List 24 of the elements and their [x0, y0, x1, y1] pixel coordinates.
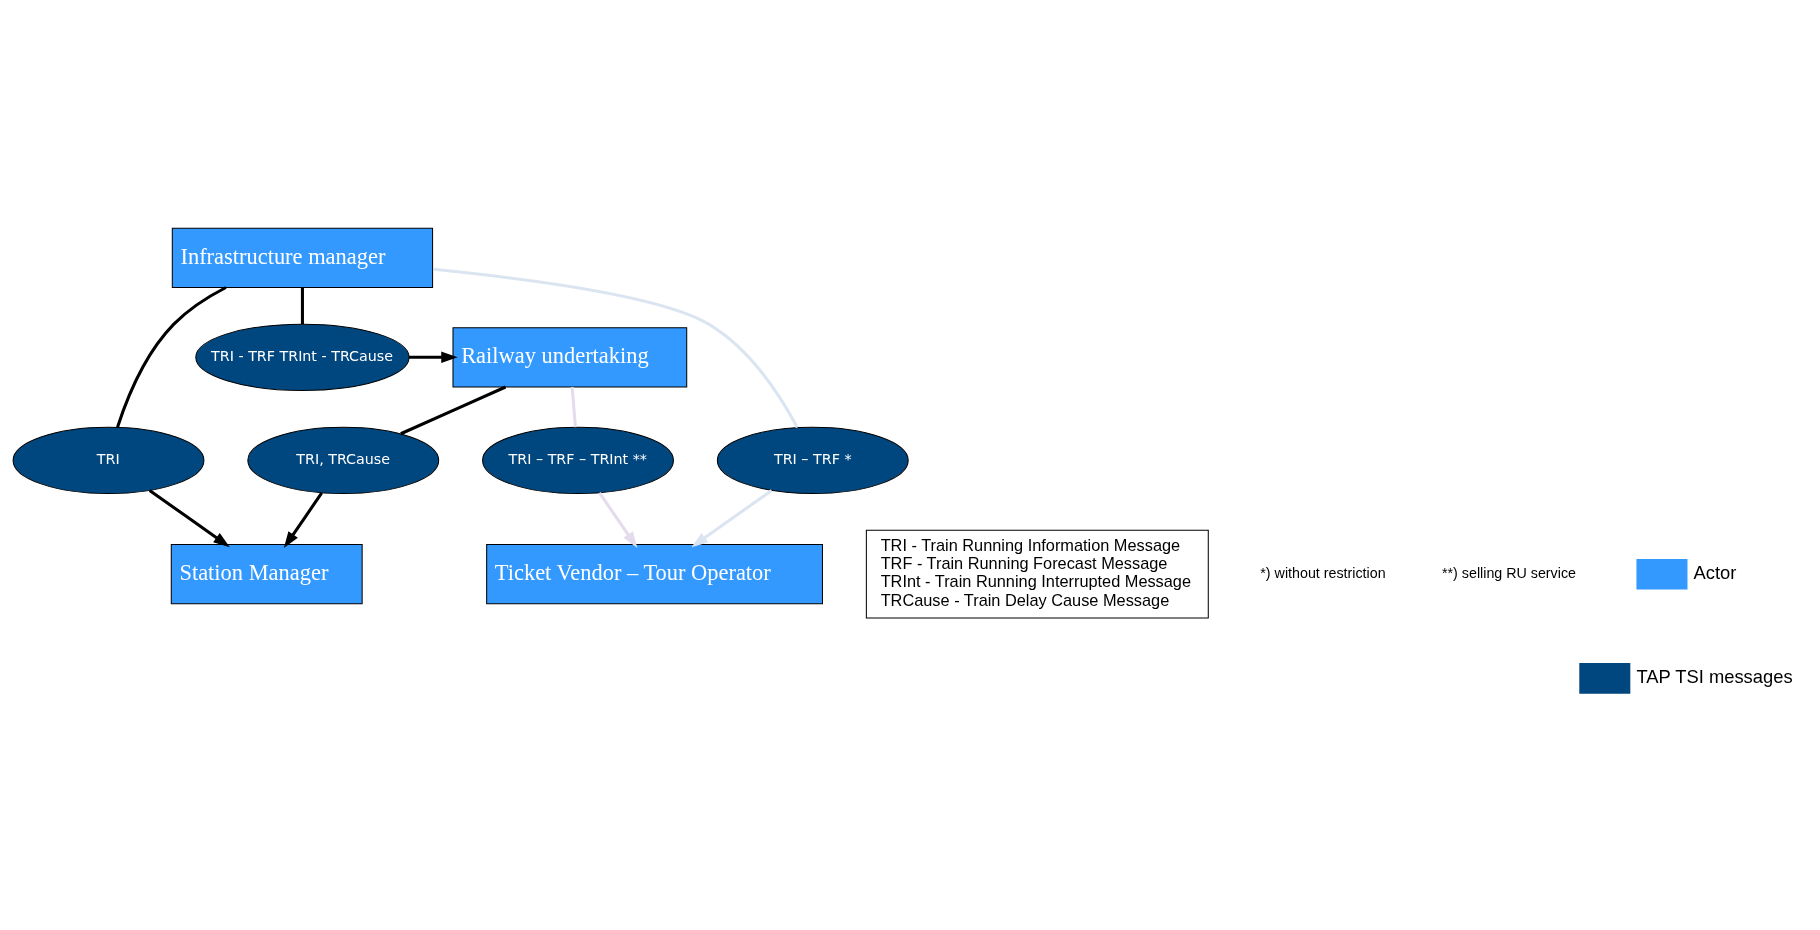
node-box: Station Manager [170, 544, 363, 605]
arrow [408, 351, 458, 364]
node-ellipse: TRI – TRF * [716, 426, 909, 495]
arrow [690, 489, 772, 548]
connector [399, 385, 506, 436]
legend-label: Actor [1693, 561, 1736, 583]
node-ellipse: TRI, TRCause [246, 426, 439, 495]
arrow [148, 489, 230, 548]
arrow [283, 492, 323, 549]
label: *) without restriction [1259, 564, 1386, 581]
node-ellipse: TRI – TRF – TRInt ** [481, 426, 674, 495]
node-ellipse: TRI - TRF TRInt - TRCause [194, 323, 410, 391]
label: **) selling RU service [1441, 564, 1576, 581]
node-box: Infrastructure manager [171, 227, 433, 288]
node-box: TRI - Train Running Information Message TRF - Train Running Forecast Message TRInt - Train Running Interrupted Message TRCause - Train Delay Cause Message [865, 529, 1209, 619]
node-ellipse: TRI [12, 426, 204, 495]
connector [300, 287, 304, 325]
connector [570, 386, 577, 428]
connector [432, 267, 799, 429]
node-box: Ticket Vendor – Tour Operator [485, 544, 823, 605]
connector [115, 286, 227, 428]
arrow [597, 492, 637, 549]
node-box: Railway undertaking [452, 327, 687, 388]
legend-label: TAP TSI messages [1635, 665, 1793, 687]
